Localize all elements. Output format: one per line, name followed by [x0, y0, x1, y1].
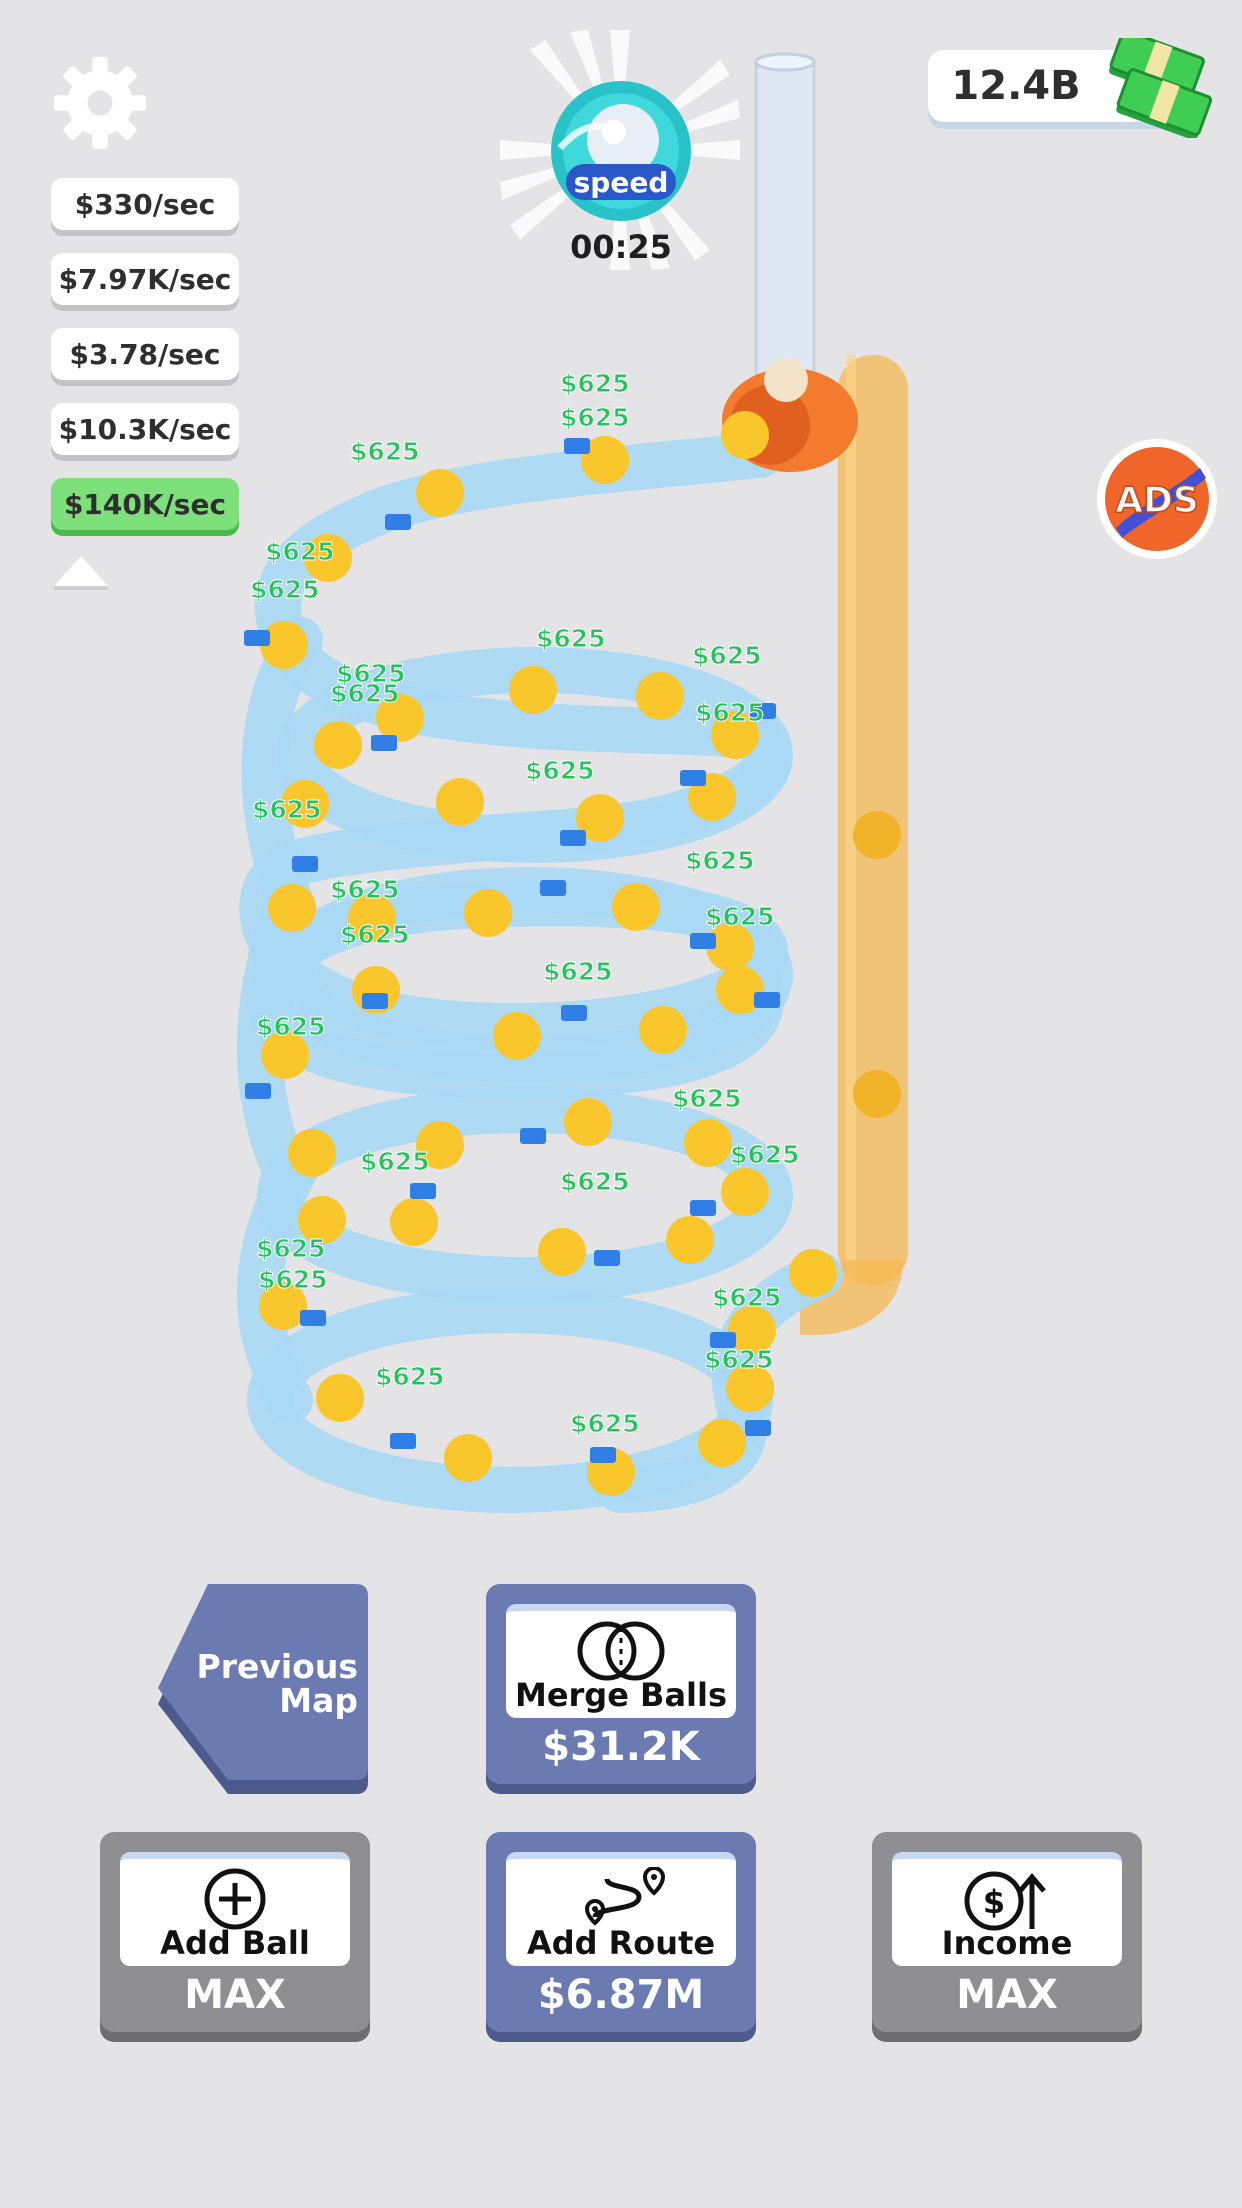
floating-income-label: $625 [536, 624, 606, 653]
income-rate-item[interactable]: $10.3K/sec [51, 403, 239, 455]
plus-circle-icon [204, 1868, 266, 1930]
chevron-up-icon[interactable] [50, 552, 112, 594]
track-balls [259, 411, 837, 1496]
floating-income-label: $625 [712, 1283, 782, 1312]
floating-income-labels: $625 $625 $625 $625 $625 $625 $625 $625 $625 $… [250, 369, 801, 1439]
floating-income-label: $625 [692, 641, 762, 670]
income-rate-item[interactable]: $3.78/sec [51, 328, 239, 380]
speed-boost-timer: 00:25 [570, 228, 672, 266]
money-value: 12.4B [951, 63, 1081, 109]
floating-income-label: $625 [350, 437, 420, 466]
income-rate-item-active[interactable]: $140K/sec [51, 478, 239, 530]
add-ball-button[interactable]: Add Ball MAX [100, 1832, 370, 2042]
floating-income-label: $625 [695, 698, 765, 727]
route-icon [584, 1867, 666, 1926]
income-rate-item[interactable]: $7.97K/sec [51, 253, 239, 305]
merge-balls-button[interactable]: Merge Balls $31.2K [486, 1584, 756, 1794]
floating-income-label: $625 [330, 875, 400, 904]
floating-income-label: $625 [560, 403, 630, 432]
track-clips [244, 438, 780, 1463]
gear-icon[interactable] [52, 55, 148, 151]
floating-income-label: $625 [560, 369, 630, 398]
floating-income-label: $625 [730, 1140, 800, 1169]
floating-income-label: $625 [256, 1012, 326, 1041]
income-title: Income [941, 1924, 1073, 1962]
floating-income-label: $625 [250, 575, 320, 604]
floating-income-label: $625 [265, 537, 335, 566]
speed-label: speed [574, 166, 669, 199]
floating-income-label: $625 [375, 1362, 445, 1391]
floating-income-label: $625 [543, 957, 613, 986]
floating-income-label: $625 [560, 1167, 630, 1196]
income-price: MAX [956, 1972, 1058, 2018]
spiral-track-playfield: $625 $625 $625 $625 $625 $625 $625 $625 $625 $… [237, 52, 908, 1513]
add-route-price: $6.87M [537, 1972, 705, 2018]
floating-income-label: $625 [685, 846, 755, 875]
previous-map-label-line1: Previous [196, 1647, 358, 1686]
speed-ball-icon: speed [551, 81, 691, 221]
income-button[interactable]: $ Income MAX [872, 1832, 1142, 2042]
floating-income-label: $625 [252, 795, 322, 824]
floating-income-label: $625 [360, 1147, 430, 1176]
income-upgrade-icon: $ [964, 1871, 1046, 1931]
floating-income-label: $625 [258, 1265, 328, 1294]
add-route-title: Add Route [526, 1924, 716, 1962]
floating-income-label: $625 [336, 659, 406, 688]
speed-boost-button[interactable]: speed [548, 78, 694, 224]
add-ball-title: Add Ball [160, 1924, 310, 1962]
previous-map-label: Previous Map [180, 1650, 358, 1718]
ads-button[interactable]: ADS [1096, 438, 1218, 560]
floating-income-label: $625 [704, 1345, 774, 1374]
floating-income-label: $625 [672, 1084, 742, 1113]
floating-income-label: $625 [330, 679, 400, 708]
floating-income-label: $625 [340, 920, 410, 949]
ads-label: ADS [1115, 480, 1199, 521]
lift-pipe-bottom-bend [800, 1257, 903, 1335]
floating-income-label: $625 [256, 1234, 326, 1263]
floating-income-label: $625 [705, 902, 775, 931]
merge-balls-price: $31.2K [542, 1724, 700, 1770]
svg-text:$: $ [983, 1883, 1005, 1921]
add-route-button[interactable]: Add Route $6.87M [486, 1832, 756, 2042]
income-rate-item[interactable]: $330/sec [51, 178, 239, 230]
floating-income-label: $625 [525, 756, 595, 785]
floating-income-label: $625 [570, 1409, 640, 1438]
merge-circles-icon [577, 1621, 665, 1681]
previous-map-button[interactable] [156, 1584, 368, 1794]
ads-icon: ADS [1097, 439, 1217, 559]
pipe-ball [853, 811, 901, 859]
add-ball-price: MAX [184, 1972, 286, 2018]
pipe-ball [853, 1070, 901, 1118]
cash-stack-icon [1109, 38, 1213, 138]
merge-balls-title: Merge Balls [514, 1676, 728, 1714]
previous-map-label-line2: Map [279, 1681, 358, 1720]
